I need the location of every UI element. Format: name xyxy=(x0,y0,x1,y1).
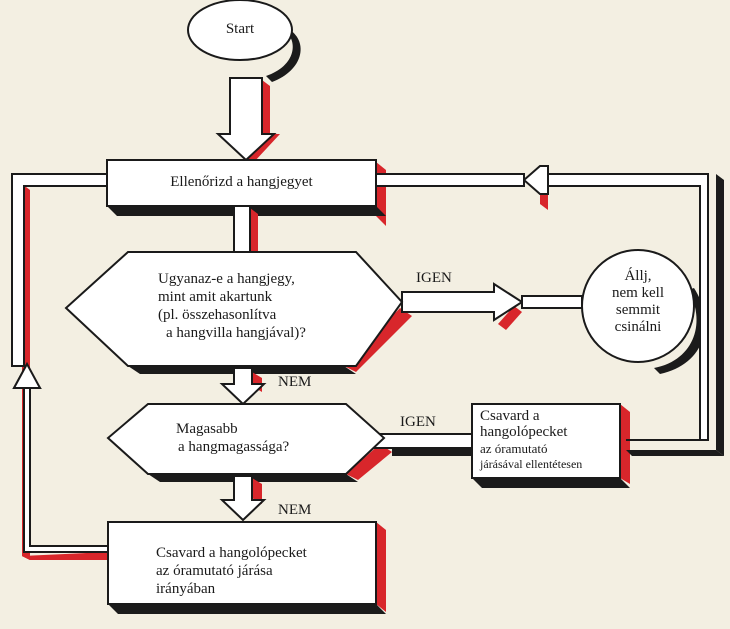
clockwise-line3: irányában xyxy=(156,581,216,597)
counterclockwise-box xyxy=(471,403,621,479)
stop-line3: semmit xyxy=(615,302,661,318)
clockwise-line2: az óramutató járása xyxy=(156,563,273,579)
counterclockwise-line4: járásával ellentétesen xyxy=(480,457,583,471)
counterclockwise-line2: hangolópecket xyxy=(480,424,568,440)
check-box xyxy=(106,159,377,207)
left-loop-lower xyxy=(12,364,109,553)
counterclockwise-line1: Csavard a xyxy=(480,408,540,424)
decision-same-hexagon xyxy=(64,251,404,367)
no-label-2: NEM xyxy=(278,502,312,518)
clockwise-box xyxy=(107,521,377,605)
question-higher-line1: Magasabb xyxy=(176,421,238,437)
question-same-line2: mint amit akartunk xyxy=(158,289,273,305)
stop-line4: csinálni xyxy=(614,319,662,335)
question-same-line4: a hangvilla hangjával)? xyxy=(166,325,306,341)
no-label-1: NEM xyxy=(278,374,312,390)
arrow-question-to-higher xyxy=(219,367,267,406)
stop-circle xyxy=(581,249,695,363)
clockwise-line1: Csavard a hangolópecket xyxy=(156,545,307,561)
arrow-yes-to-stop xyxy=(401,282,524,322)
node-layer xyxy=(64,0,695,605)
check-label: Ellenőrizd a hangjegyet xyxy=(170,174,313,190)
start-oval xyxy=(187,0,293,61)
connector-yes-to-counterclockwise xyxy=(371,433,473,449)
start-label: Start xyxy=(225,21,255,37)
top-return-bar xyxy=(375,173,525,187)
arrow-check-to-question xyxy=(233,205,251,255)
question-higher-line2: a hangmagassága? xyxy=(178,439,290,455)
question-same-line3: (pl. összehasonlítva xyxy=(158,307,277,323)
counterclockwise-line3: az óramutató xyxy=(480,441,548,456)
decision-higher-hexagon xyxy=(106,403,386,475)
arrow-start-to-check xyxy=(215,77,277,162)
right-loop-arrowhead xyxy=(522,165,549,195)
connector-to-stop xyxy=(521,295,583,309)
left-loop-arrowhead xyxy=(12,361,42,389)
yes-label-1: IGEN xyxy=(416,270,452,286)
arrow-higher-to-clockwise xyxy=(219,475,267,522)
yes-label-2: IGEN xyxy=(400,414,436,430)
stop-line2: nem kell xyxy=(611,285,665,301)
question-same-line1: Ugyanaz-e a hangjegy, xyxy=(158,271,295,287)
stop-line1: Állj, xyxy=(624,268,652,284)
